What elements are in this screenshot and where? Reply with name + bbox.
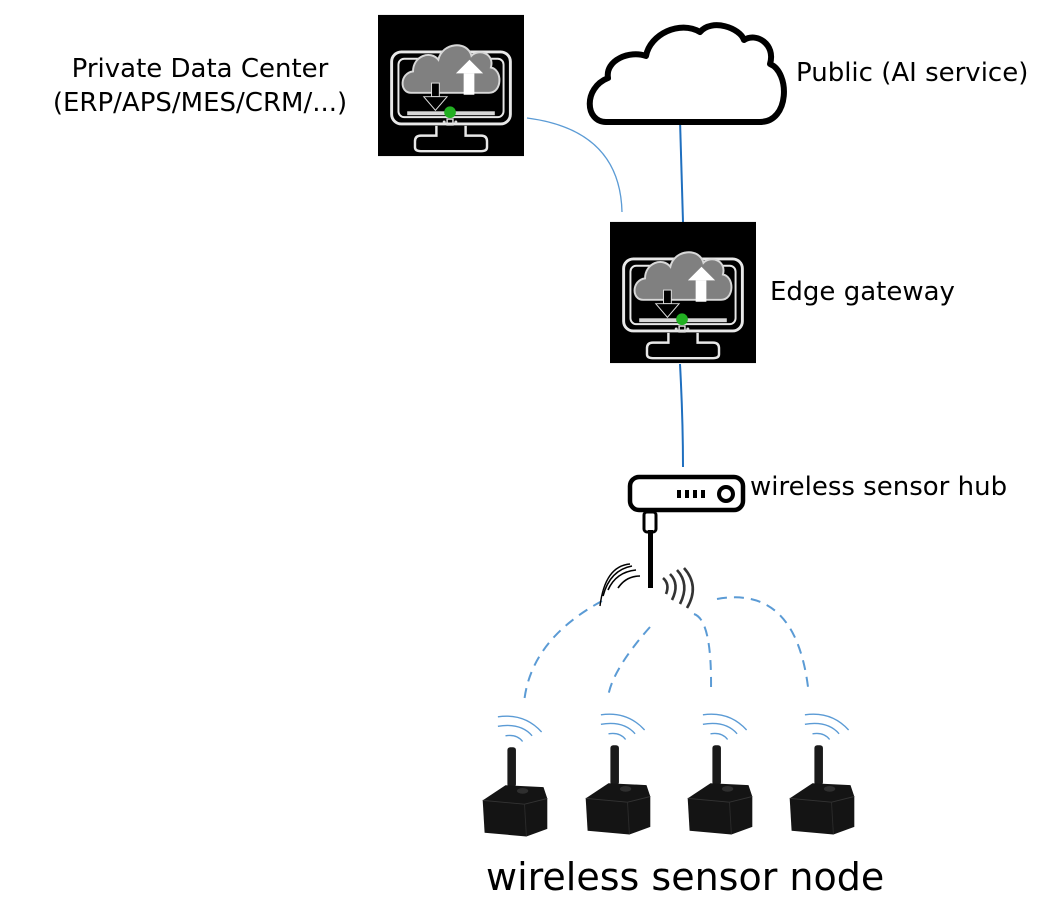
public-cloud-icon [586,22,787,125]
sensor-node [482,715,548,838]
wireless-link-node-1 [523,600,603,704]
wireless-sensor-hub-label: wireless sensor hub [750,472,1008,502]
wireless-sensor-hub-icon [599,474,746,609]
private-data-center-systems: (ERP/APS/MES/CRM/...) [52,88,348,118]
edge-gateway-icon [610,220,756,365]
wireless-link-node-4 [716,596,809,688]
wireless-link-node-2 [607,626,651,698]
public-cloud-label: Public (AI service) [796,58,1029,88]
sensor-node [585,713,651,836]
link-public-to-edge [679,119,684,223]
edge-gateway-label: Edge gateway [770,277,955,307]
connections [523,117,809,704]
link-private-to-edge [526,117,623,213]
private-data-center-icon [378,13,524,158]
sensor-node [789,713,855,836]
link-edge-to-hub [679,363,684,468]
private-data-center-label: Private Data Center (ERP/APS/MES/CRM/...… [30,52,370,120]
wireless-link-node-3 [693,613,713,691]
private-data-center-title: Private Data Center [71,54,329,84]
sensor-node [687,713,753,836]
wireless-sensor-node-label: wireless sensor node [486,855,885,899]
